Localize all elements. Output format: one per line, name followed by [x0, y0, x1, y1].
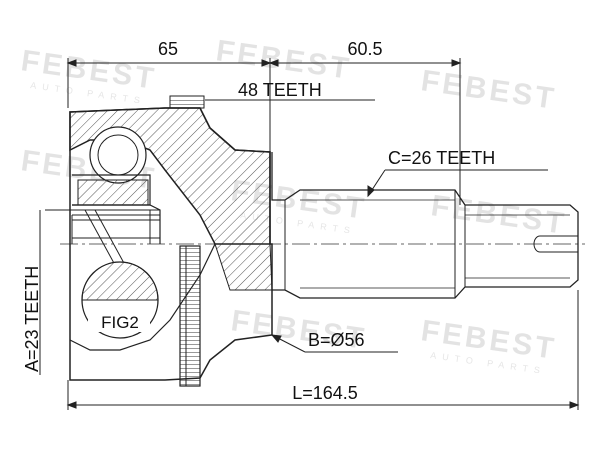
total-length-label: L=164.5 — [292, 383, 358, 403]
inner-race-upper — [72, 126, 161, 244]
shaft-length-label: 60.5 — [347, 39, 382, 59]
shaft-spline-leader — [367, 169, 548, 198]
output-shaft — [271, 152, 579, 299]
abs-tone-ring — [179, 245, 201, 387]
fig2-detail: FIG2 — [81, 261, 159, 339]
housing-length-label: 65 — [158, 39, 178, 59]
outer-diameter-label: B=Ø56 — [308, 330, 365, 350]
total-length-dimension — [66, 290, 580, 410]
outer-teeth-label: 48 TEETH — [238, 80, 322, 100]
inner-spline-label: A=23 TEETH — [22, 266, 42, 372]
inner-spline — [45, 209, 160, 266]
shaft-spline-label: C=26 TEETH — [388, 148, 495, 168]
watermark-brand: FEBEST — [419, 64, 559, 116]
outer-diameter-leader — [270, 334, 398, 353]
outer-housing — [69, 107, 273, 381]
figure-ref-label: FIG2 — [101, 313, 139, 332]
outer-teeth-marker — [169, 95, 205, 109]
watermark-brand: FEBEST — [214, 34, 354, 86]
top-dimension-lines — [66, 58, 462, 205]
